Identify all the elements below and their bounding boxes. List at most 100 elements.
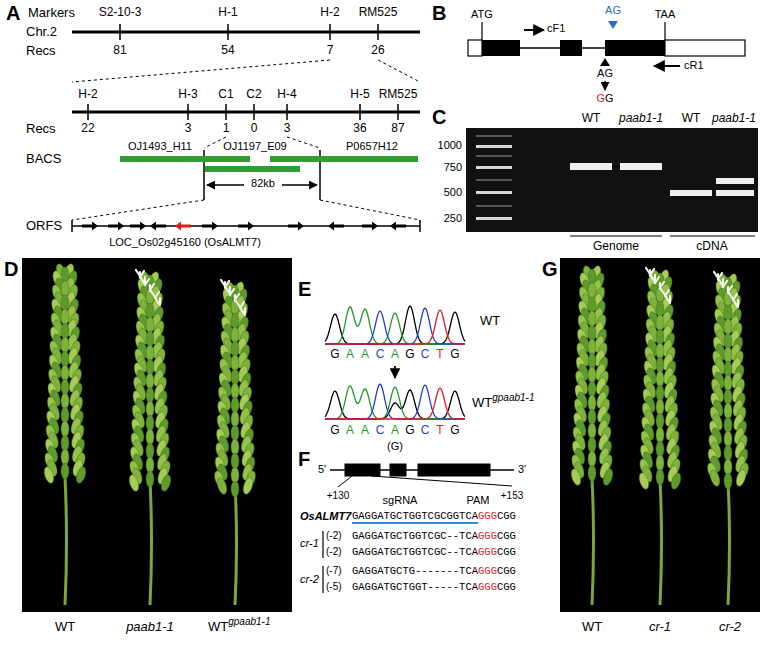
panicle-illustration [231, 383, 239, 399]
panicle-illustration [61, 351, 69, 367]
panicle-illustration [127, 474, 140, 493]
panicle-illustration [656, 343, 664, 359]
gel-image [466, 128, 758, 236]
panel-letter: F [298, 448, 310, 471]
marker-name: C1 [218, 88, 233, 102]
pam-sequence: GGG [478, 581, 497, 593]
gel-image [476, 217, 512, 220]
base-call: T [436, 424, 443, 438]
sequence-text: CGG [497, 581, 516, 593]
indel-size: (-2) [326, 546, 342, 558]
gel-image [476, 179, 512, 181]
axis-title: BACS [26, 152, 61, 167]
panicle-illustration [146, 317, 154, 333]
mutant-base: G [596, 92, 605, 105]
base-call: (G) [387, 440, 403, 453]
panicle-illustration [569, 468, 582, 487]
sequence-text: CGG [497, 530, 516, 542]
panicle-illustration [61, 323, 69, 339]
panicle-illustration [150, 284, 154, 290]
orf-arrow [238, 222, 254, 231]
panicle-illustration [240, 302, 244, 308]
orf-arrow [288, 222, 304, 231]
panicle-illustration [718, 273, 722, 279]
panicle-illustration [656, 413, 664, 429]
base-call: A [391, 424, 399, 438]
sequence-text: CGG [497, 546, 516, 558]
bac-bar [120, 156, 418, 172]
panicle-illustration [588, 395, 596, 411]
orf-arrow [175, 222, 191, 231]
recombinant-count: 3 [284, 122, 291, 136]
panicle-illustration [656, 315, 664, 331]
genetic-map [72, 111, 420, 114]
panicle-illustration [141, 278, 145, 284]
panicle-illustration [724, 375, 732, 391]
gel-image [620, 163, 662, 170]
sample-label: cr-1 [649, 620, 671, 635]
panicle-illustration [659, 283, 661, 289]
panicle-illustration [724, 459, 732, 475]
base-call: A [391, 348, 399, 362]
panicle-illustration [724, 417, 732, 433]
panicle-illustration [588, 325, 596, 341]
base-call: A [346, 348, 354, 362]
panicle-illustration [146, 471, 154, 487]
panicle-illustration [224, 282, 226, 288]
sequence-text: GAGGATGCTGGTCGC--TCA [352, 530, 478, 542]
recombinant-count: 0 [251, 122, 258, 136]
sequence-text: CGG [497, 510, 516, 522]
gene-structure [608, 21, 618, 29]
panicle-illustration [159, 474, 172, 493]
panel-letter: A [6, 2, 20, 25]
panicle-illustration [145, 279, 149, 285]
sequence-text: GAGGATGCTGGTCGC--TCA [352, 546, 478, 558]
sequence-text: GAGGATGCTGGT-----TCA [352, 581, 478, 593]
panicle-illustration [708, 469, 721, 488]
mutation-arrow [394, 366, 396, 378]
chromatogram-trace [325, 386, 465, 419]
size-marker: 1000 [438, 139, 462, 152]
panel-letter: G [542, 258, 558, 281]
panicle-illustration [127, 270, 172, 605]
recombinant-count: 7 [327, 44, 334, 58]
panicle-illustration [146, 429, 154, 445]
genetic-map [72, 24, 420, 232]
base-call: C [421, 424, 430, 438]
panicle-illustration [724, 319, 732, 335]
panicle-illustration [588, 311, 596, 327]
recombinant-count: 26 [371, 44, 384, 58]
end-label: 5' [318, 463, 326, 476]
panicle-illustration [601, 468, 614, 487]
gene-structure [468, 21, 745, 90]
indel-size: (-5) [326, 581, 342, 593]
sample-superscript: gpaab1-1 [492, 392, 534, 404]
orf-arrow [390, 222, 406, 231]
genetic-map [207, 184, 244, 186]
panicle-illustration [734, 469, 747, 488]
base-call: C [376, 424, 385, 438]
panicle-illustration [724, 389, 732, 405]
panicle-illustration [140, 271, 144, 277]
size-marker: 250 [444, 212, 462, 225]
panicle-illustration [724, 333, 732, 349]
recombinant-count: 1 [223, 122, 230, 136]
chromatogram-trace [325, 310, 465, 344]
mutant-base: G [605, 92, 614, 105]
lane-label: WT [582, 112, 601, 126]
panicle-illustration [231, 341, 239, 357]
base-call: A [361, 348, 369, 362]
panicle-illustration [656, 329, 664, 345]
splice-site: AG [597, 67, 613, 80]
panicle-illustration [656, 385, 664, 401]
panicle-illustration [235, 294, 239, 300]
photo-background [22, 258, 292, 612]
panicle-illustration [724, 431, 732, 447]
panicle-illustration [588, 339, 596, 355]
codon-label: TAA [655, 8, 676, 21]
panicle-illustration [61, 421, 69, 437]
gel-image [570, 163, 754, 196]
sequence-text: GAGGATGCTG-------TCA [352, 565, 478, 577]
sample-superscript: gpaab1-1 [228, 616, 270, 628]
panicle-illustration [656, 427, 664, 443]
